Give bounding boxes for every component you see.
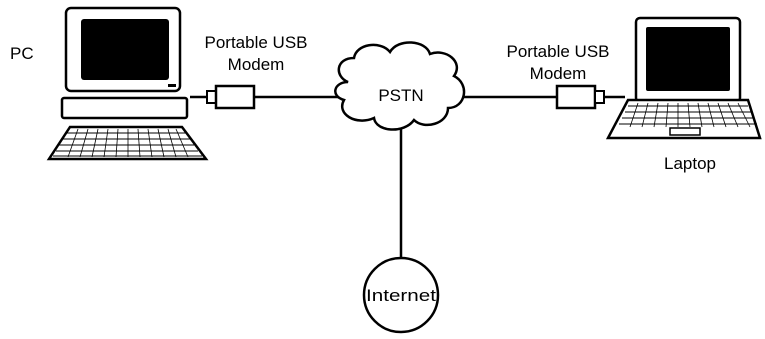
pc-keyboard: [46, 125, 209, 161]
modem-right-body: [555, 84, 597, 110]
pc-screen: [81, 19, 169, 80]
pc-base: [60, 96, 189, 120]
modem-right-label-line2: Modem: [530, 64, 587, 83]
laptop-key-col: [697, 102, 703, 128]
pstn-cloud: [334, 41, 466, 131]
modem-right-label-line1: Portable USB: [507, 42, 610, 61]
laptop-key-col: [717, 102, 727, 128]
pc-key-col: [79, 128, 89, 158]
laptop-keyboard-key-columns: [629, 102, 751, 128]
cloud-icon: [334, 41, 466, 131]
laptop-screen: [646, 27, 730, 91]
laptop-key-col: [665, 102, 669, 128]
pc-key-col: [175, 128, 189, 158]
pc-key-col: [137, 128, 141, 158]
modem-right-plug: [594, 90, 605, 104]
pc-key-col: [91, 128, 99, 158]
circle-node-icon: [362, 256, 440, 334]
pc-label: PC: [10, 44, 34, 63]
pc-key-col: [157, 128, 165, 158]
laptop-key-col: [653, 102, 659, 128]
laptop-key-col: [629, 102, 639, 128]
laptop-icon: [605, 16, 762, 140]
laptop-key-col: [707, 102, 715, 128]
modem-left-label-line1: Portable USB: [205, 33, 308, 52]
pc-key-col: [167, 128, 177, 158]
pc-key-col: [103, 128, 109, 158]
pc-keyboard-key-columns: [67, 128, 189, 158]
pc-key-col: [147, 128, 153, 158]
laptop-label: Laptop: [664, 154, 716, 173]
modem-left-label-line2: Modem: [228, 55, 285, 74]
desktop-computer-icon: [46, 6, 209, 161]
modem-left-plug: [206, 90, 217, 104]
laptop-trackpad: [669, 127, 701, 136]
usb-modem-icon: [555, 84, 605, 110]
modem-left-body: [214, 84, 256, 110]
pc-key-col: [115, 128, 119, 158]
internet-circle: [362, 256, 440, 334]
laptop-key-col: [727, 102, 739, 128]
laptop-key-col: [687, 102, 691, 128]
laptop-key-col: [641, 102, 649, 128]
pstn-label: PSTN: [378, 86, 423, 105]
internet-label: Internet: [366, 286, 436, 305]
pc-key-col: [67, 128, 79, 158]
usb-modem-icon: [206, 84, 256, 110]
connections: [190, 95, 625, 258]
laptop-key-col: [737, 102, 751, 128]
pc-indicator: [168, 84, 176, 87]
